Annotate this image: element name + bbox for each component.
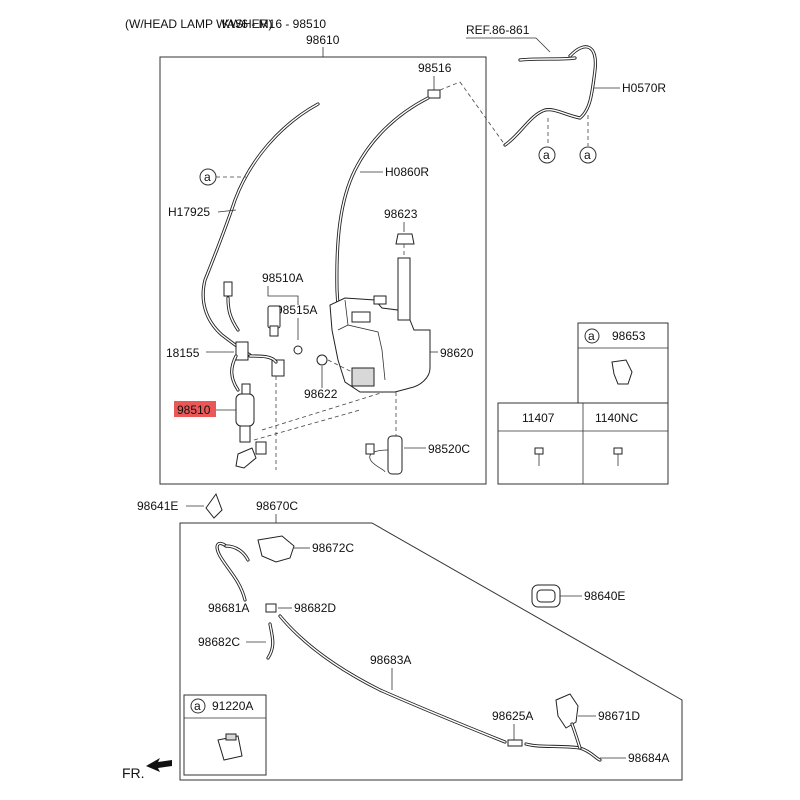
hose-h17925 bbox=[201, 102, 320, 357]
svg-text:a: a bbox=[204, 170, 211, 184]
label-98684a: 98684A bbox=[628, 751, 669, 765]
label-98622: 98622 bbox=[304, 387, 338, 401]
label-98610: 98610 bbox=[306, 33, 340, 47]
level-sensor-98520c bbox=[387, 435, 403, 475]
label-h0860r: H0860R bbox=[385, 165, 429, 179]
ref-label: REF.86-861 bbox=[466, 23, 530, 37]
svg-text:a: a bbox=[584, 148, 591, 162]
nozzle-98671d bbox=[555, 693, 579, 729]
label-98671d: 98671D bbox=[598, 709, 640, 723]
label-98641e: 98641E bbox=[137, 499, 178, 513]
reservoir-98620 bbox=[329, 257, 431, 393]
nozzle-98672c bbox=[257, 535, 295, 563]
header-title: (W/HEAD LAMP WASHER) bbox=[125, 17, 272, 31]
label-98681a: 98681A bbox=[208, 601, 249, 615]
elbow-fitting bbox=[235, 447, 257, 469]
label-98520c: 98520C bbox=[428, 442, 470, 456]
svg-text:a: a bbox=[194, 699, 201, 713]
filler-cap-98623 bbox=[395, 233, 415, 245]
grommet-98515a bbox=[293, 345, 303, 355]
grommet-98622 bbox=[316, 354, 328, 366]
connector-98516 bbox=[427, 89, 441, 99]
clip-98682d bbox=[265, 603, 277, 613]
ref-circle-a-2 bbox=[579, 146, 597, 164]
ref-circle-a-1 bbox=[538, 146, 556, 164]
header-part-code: KW6 - M16 - 98510 bbox=[222, 17, 326, 31]
label-98640e: 98640E bbox=[584, 589, 625, 603]
hose-clip-left bbox=[223, 281, 233, 297]
front-arrow-icon bbox=[146, 758, 172, 772]
svg-text:a: a bbox=[543, 148, 550, 162]
label-h17925: H17925 bbox=[168, 205, 210, 219]
washer-assembly-box bbox=[159, 56, 487, 485]
label-98623: 98623 bbox=[384, 207, 418, 221]
head-lamp-washer-box bbox=[179, 522, 683, 781]
connector-98625a bbox=[507, 739, 523, 747]
inset-91220a-label: 91220A bbox=[212, 699, 253, 713]
label-98510a: 98510A bbox=[262, 271, 303, 285]
connector-18155 bbox=[235, 341, 249, 361]
fastener-1140nc: 1140NC bbox=[595, 411, 638, 425]
fastener-11407: 11407 bbox=[522, 411, 555, 425]
label-98683a: 98683A bbox=[370, 653, 411, 667]
highlight-98510 bbox=[174, 401, 216, 417]
reservoir-neck bbox=[397, 257, 411, 321]
label-18155: 18155 bbox=[166, 346, 200, 360]
label-98682d: 98682D bbox=[294, 601, 336, 615]
hose-h0570r bbox=[503, 45, 598, 147]
washer-motor-98510 bbox=[235, 393, 255, 427]
svg-text:a: a bbox=[588, 329, 595, 343]
cover-98641e bbox=[205, 492, 223, 519]
label-98515a: 98515A bbox=[276, 303, 317, 317]
label-98625a: 98625A bbox=[492, 709, 533, 723]
inset-98653-label: 98653 bbox=[612, 329, 646, 343]
label-98510[interactable]: 98510 bbox=[177, 403, 211, 417]
clip-98653 bbox=[611, 359, 633, 385]
inset-91220a bbox=[183, 694, 267, 776]
front-indicator: FR. bbox=[122, 765, 145, 781]
label-98620: 98620 bbox=[440, 346, 474, 360]
label-h0570r: H0570R bbox=[622, 81, 666, 95]
label-98670c: 98670C bbox=[256, 499, 298, 513]
label-98682c: 98682C bbox=[198, 635, 240, 649]
check-valve-98510a bbox=[267, 305, 281, 329]
hose-98683a bbox=[278, 614, 507, 744]
label-98516: 98516 bbox=[418, 61, 452, 75]
pump-mount bbox=[351, 367, 375, 387]
label-98672c: 98672C bbox=[312, 541, 354, 555]
connector-right bbox=[271, 359, 285, 377]
